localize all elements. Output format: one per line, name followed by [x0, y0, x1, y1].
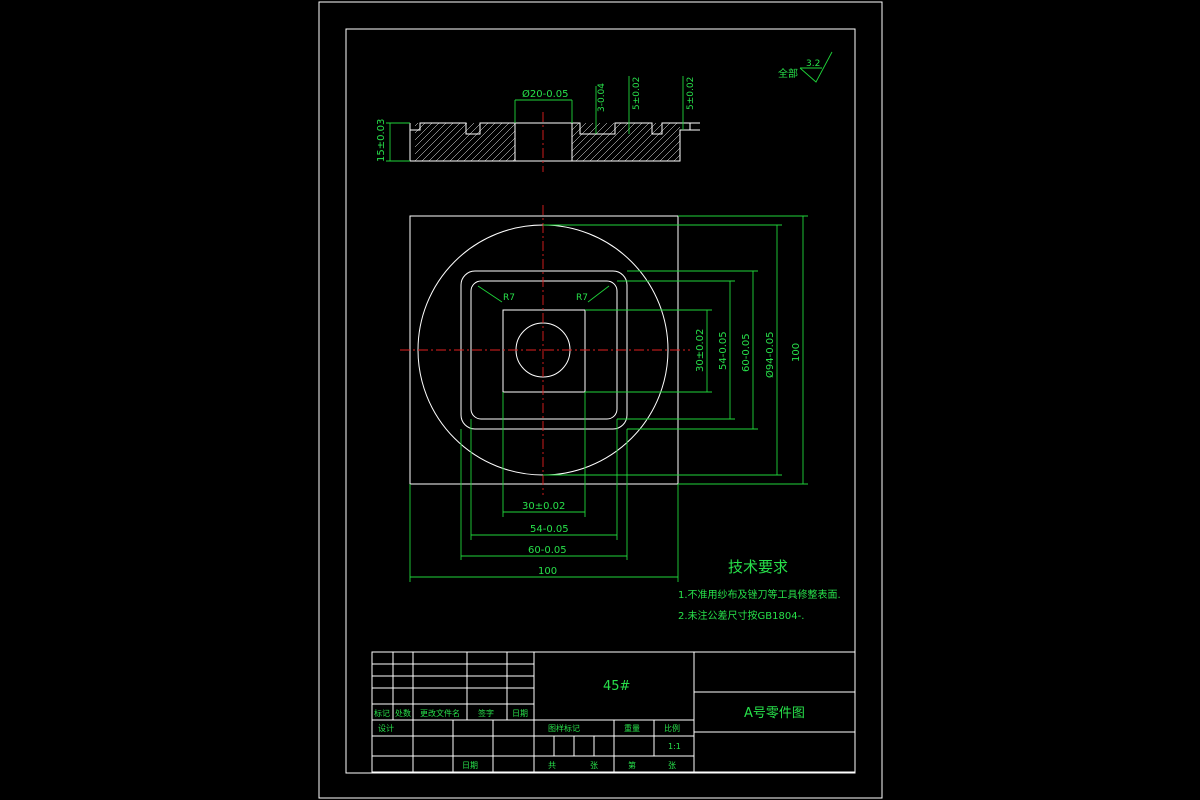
dim-depth-b: 5±0.02 [632, 77, 642, 110]
designer-label: 设计 [378, 723, 394, 733]
dim-depth-c: 5±0.02 [686, 77, 696, 110]
roughness-prefix: 全部 [778, 67, 798, 80]
hdr-sign: 签字 [478, 708, 494, 718]
tech-req-item-1: 1.不准用纱布及锉刀等工具修整表面. [678, 588, 841, 601]
vdim-54: 54-0.05 [718, 331, 729, 370]
hdr-change-doc: 更改文件名 [420, 708, 460, 718]
section-outline [409, 122, 516, 162]
fillet-label-left: R7 [503, 293, 515, 303]
dim-bore: Ø20-0.05 [522, 88, 568, 100]
tech-req-item-2: 2.未注公差尺寸按GB1804-. [678, 609, 804, 622]
sheet-total-unit: 张 [590, 761, 598, 770]
dim-thickness: 15±0.03 [376, 119, 387, 162]
material: 45# [603, 679, 630, 694]
inner-square [502, 309, 586, 393]
roughness-value: 3.2 [806, 59, 820, 69]
inner-border [345, 28, 856, 774]
hdim-54: 54-0.05 [530, 524, 569, 535]
vdim-60: 60-0.05 [741, 333, 752, 372]
vdim-94: Ø94-0.05 [764, 332, 776, 378]
scale-value: 1:1 [668, 742, 681, 751]
hdim-100: 100 [538, 566, 557, 577]
part-name: A号零件图 [744, 706, 805, 721]
hdr-mark: 标记 [374, 708, 390, 718]
hdr-date: 日期 [512, 709, 528, 718]
sheet-num-unit: 张 [668, 761, 676, 770]
section-hatching [415, 123, 680, 161]
hdr-weight: 重量 [624, 723, 640, 733]
sheet-total-label: 共 [548, 761, 556, 770]
title-block: 标记 处数 更改文件名 签字 日期 设计 日期 45# 图样标记 重量 比例 1… [371, 651, 856, 773]
vdim-100: 100 [791, 343, 802, 362]
section-view: Ø20-0.05 3-0.04 5±0.02 5±0.02 15±0.03 [376, 76, 700, 172]
date-label: 日期 [462, 761, 478, 770]
sheet-num-label: 第 [628, 760, 636, 770]
dim-depth-a: 3-0.04 [597, 83, 607, 112]
plan-view: R7 R7 30±0.02 54-0.05 60-0.05 100 30±0.0… [400, 205, 808, 582]
tech-requirements: 技术要求 1.不准用纱布及锉刀等工具修整表面. 2.未注公差尺寸按GB1804-… [678, 558, 841, 622]
hdim-30: 30±0.02 [522, 501, 565, 512]
hdr-count: 处数 [395, 708, 411, 718]
roughness-symbol: 全部 3.2 [778, 51, 833, 83]
fillet-label-right: R7 [576, 293, 588, 303]
hdr-scale: 比例 [664, 723, 680, 733]
vdim-30: 30±0.02 [695, 329, 706, 372]
outer-border [318, 1, 883, 799]
hdim-60: 60-0.05 [528, 545, 567, 556]
hdr-stage: 图样标记 [548, 723, 580, 733]
tech-req-title: 技术要求 [728, 558, 788, 576]
